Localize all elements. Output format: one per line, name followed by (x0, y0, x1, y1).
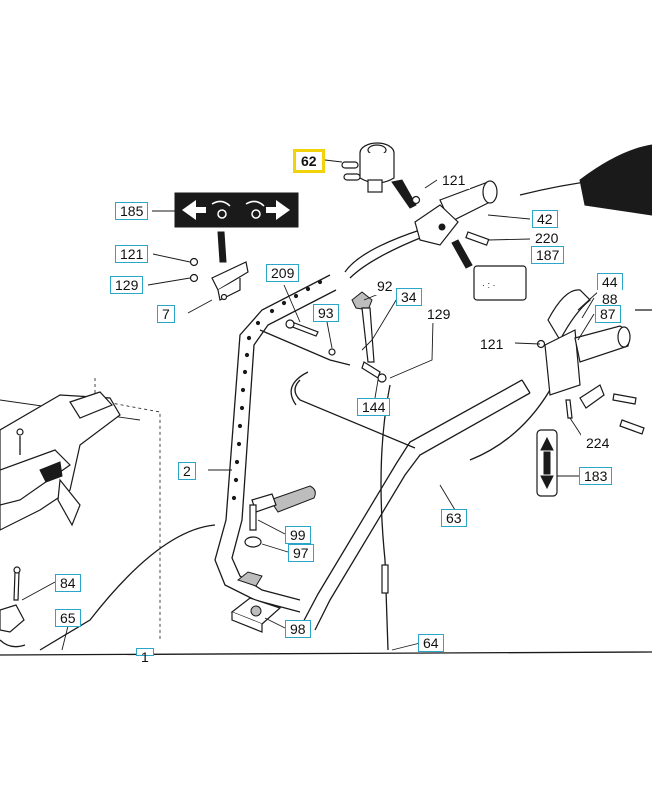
tube-holes (231, 279, 323, 501)
part-97-base (236, 571, 263, 587)
decal-185 (174, 192, 299, 228)
frame-dashes (94, 378, 161, 640)
svg-text:· : ·: · : · (482, 280, 496, 290)
cross-brace (294, 379, 416, 449)
callout-129-left[interactable]: 129 (110, 276, 144, 294)
part-92-lever (328, 291, 387, 383)
part-7-bracket (189, 257, 249, 301)
callout-220[interactable]: 220 (530, 229, 564, 247)
callout-34[interactable]: 34 (396, 288, 422, 306)
callout-93[interactable]: 93 (313, 304, 339, 322)
engine-housing (0, 391, 121, 531)
right-lever-assembly (536, 289, 652, 435)
callout-121-right[interactable]: 121 (475, 335, 509, 353)
arrow-187 (451, 239, 473, 269)
right-grip-assembly (411, 180, 498, 246)
callout-92[interactable]: 92 (372, 277, 398, 295)
tube-end (521, 379, 531, 394)
callout-144[interactable]: 144 (357, 398, 391, 416)
callout-121-left[interactable]: 121 (115, 245, 149, 263)
callout-224[interactable]: 224 (581, 434, 615, 452)
part-62-switch (341, 142, 395, 193)
cable-64 (380, 384, 391, 651)
callout-97[interactable]: 97 (288, 544, 314, 562)
callout-209[interactable]: 209 (266, 264, 300, 282)
arrow-185 (217, 231, 227, 263)
cable-92 (259, 329, 351, 366)
decal-183 (536, 429, 558, 497)
part-97 (244, 536, 262, 548)
callout-7[interactable]: 7 (157, 305, 175, 323)
cable-lever (469, 389, 551, 461)
bottom-rule (0, 651, 652, 656)
cable-upper-a (344, 229, 421, 273)
callout-63[interactable]: 63 (441, 509, 467, 527)
callout-98[interactable]: 98 (285, 620, 311, 638)
screw-209-head (285, 319, 295, 329)
callout-187[interactable]: 187 (531, 246, 565, 264)
handlebar-tube-63-inner (299, 379, 523, 629)
callout-64[interactable]: 64 (418, 634, 444, 652)
part-84-65-bolts (0, 566, 26, 648)
sticker-187 (473, 265, 527, 301)
cross-brace-bend (290, 371, 309, 406)
part-98-block (230, 597, 282, 633)
callout-84[interactable]: 84 (55, 574, 81, 592)
handlebar-tube-2-inner (231, 289, 337, 601)
callout-42[interactable]: 42 (532, 210, 558, 228)
callout-65[interactable]: 65 (55, 609, 81, 627)
callout-87[interactable]: 87 (595, 305, 621, 323)
callout-99[interactable]: 99 (285, 526, 311, 544)
callout-2[interactable]: 2 (178, 462, 196, 480)
callout-183[interactable]: 183 (579, 467, 613, 485)
callout-44[interactable]: 44 (597, 273, 623, 291)
callout-88[interactable]: 88 (597, 290, 623, 308)
cable-connector (381, 564, 389, 594)
part-99-lever (249, 485, 316, 531)
callout-121-top[interactable]: 121 (437, 171, 471, 189)
callout-185[interactable]: 185 (115, 202, 149, 220)
arrow-62 (391, 179, 417, 209)
cable-lower-left (39, 524, 216, 651)
callout-62[interactable]: 62 (293, 149, 325, 173)
callout-129-mid[interactable]: 129 (422, 305, 456, 323)
cable-upper-b (349, 235, 426, 279)
decal-top-right (579, 144, 652, 216)
callout-1[interactable]: 1 (136, 648, 154, 665)
handlebar-tube-63-outer (314, 392, 531, 631)
